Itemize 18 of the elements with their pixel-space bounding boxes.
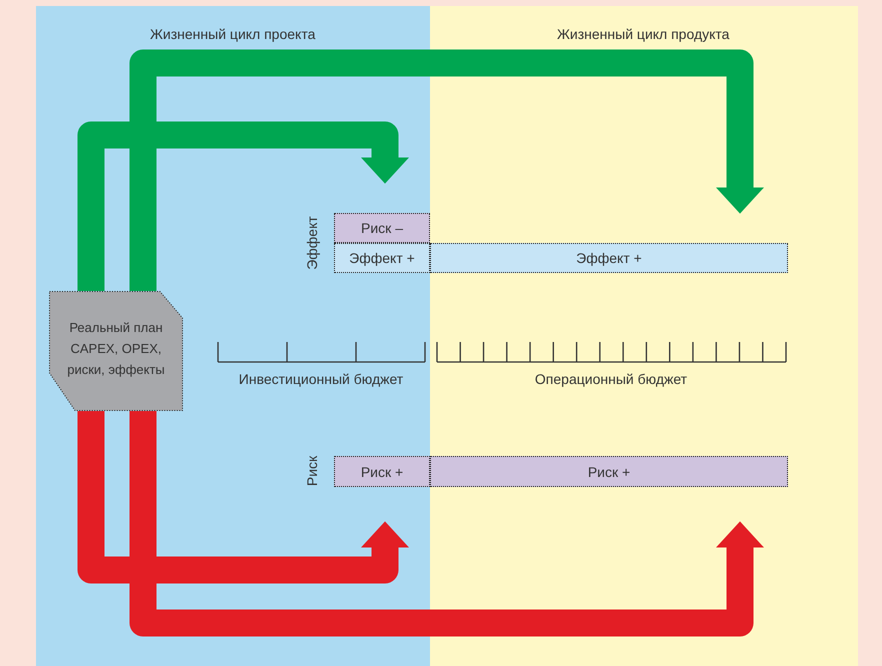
plan-octagon [49,291,183,411]
band-title: Жизненный цикл проекта [150,26,316,42]
arrow [130,50,764,291]
arrow [78,122,409,291]
bar: Эффект + [430,243,788,273]
bar: Риск + [430,456,788,487]
budget-label: Инвестиционный бюджет [238,371,404,387]
axis-label: Эффект [304,216,320,270]
band-title: Жизненный цикл продукта [557,26,730,42]
arrow [78,411,409,584]
bar: Риск – [334,213,430,243]
arrow [130,411,764,636]
axis-label: Риск [304,456,320,486]
bar: Риск + [334,456,430,487]
budget-label: Операционный бюджет [534,371,688,387]
bar: Эффект + [334,243,430,273]
plan-label: Реальный план CAPEX, OPEX, риски, эффекты [66,319,166,379]
band-background [430,6,858,666]
